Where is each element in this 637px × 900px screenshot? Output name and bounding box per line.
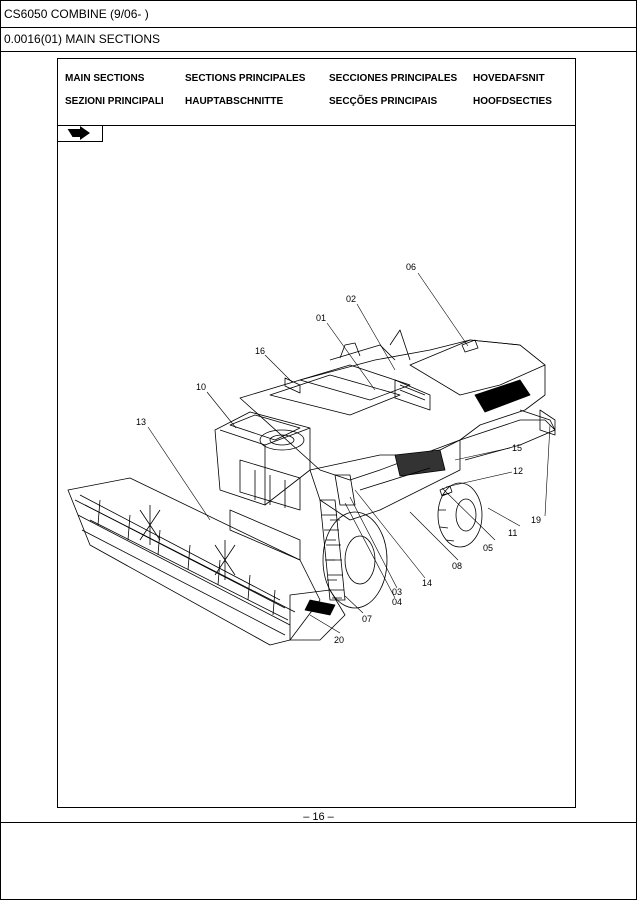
callout-07: 07 (362, 614, 372, 624)
callout-20: 20 (334, 635, 344, 645)
figure-frame: MAIN SECTIONS SECTIONS PRINCIPALES SECCI… (57, 58, 576, 808)
callout-12: 12 (513, 466, 523, 476)
callout-11: 11 (508, 528, 517, 538)
callout-06: 06 (406, 262, 416, 272)
title-fr: SECTIONS PRINCIPALES (185, 73, 306, 84)
callout-10: 10 (196, 382, 206, 392)
title-it: SEZIONI PRINCIPALI (65, 96, 164, 107)
callout-14: 14 (422, 578, 432, 588)
callout-13: 13 (136, 417, 146, 427)
title-da: HOVEDAFSNIT (473, 73, 545, 84)
header-divider (0, 27, 637, 28)
header-divider-bottom (0, 51, 637, 52)
title-de: HAUPTABSCHNITTE (185, 96, 284, 107)
title-en: MAIN SECTIONS (65, 73, 145, 84)
page-marker-box (58, 125, 103, 142)
title-pt: SECÇÕES PRINCIPAIS (329, 96, 438, 107)
callout-05: 05 (483, 543, 493, 553)
title-es: SECCIONES PRINCIPALES (329, 73, 458, 84)
callout-08: 08 (452, 561, 462, 571)
callout-15: 15 (512, 443, 522, 453)
page-number: – 16 – (303, 811, 334, 823)
callout-03: 03 (392, 587, 402, 597)
callout-01: 01 (316, 313, 326, 323)
language-title-block: MAIN SECTIONS SECTIONS PRINCIPALES SECCI… (58, 59, 575, 126)
footer-divider (0, 822, 637, 823)
title-nl: HOOFDSECTIES (473, 96, 552, 107)
callout-04: 04 (392, 597, 402, 607)
doc-title: CS6050 COMBINE (9/06- ) (4, 7, 149, 21)
callout-19: 19 (531, 515, 541, 525)
callout-16: 16 (255, 346, 265, 356)
section-title: 0.0016(01) MAIN SECTIONS (4, 32, 161, 46)
callout-02: 02 (346, 294, 356, 304)
arrow-right-icon (66, 126, 90, 140)
